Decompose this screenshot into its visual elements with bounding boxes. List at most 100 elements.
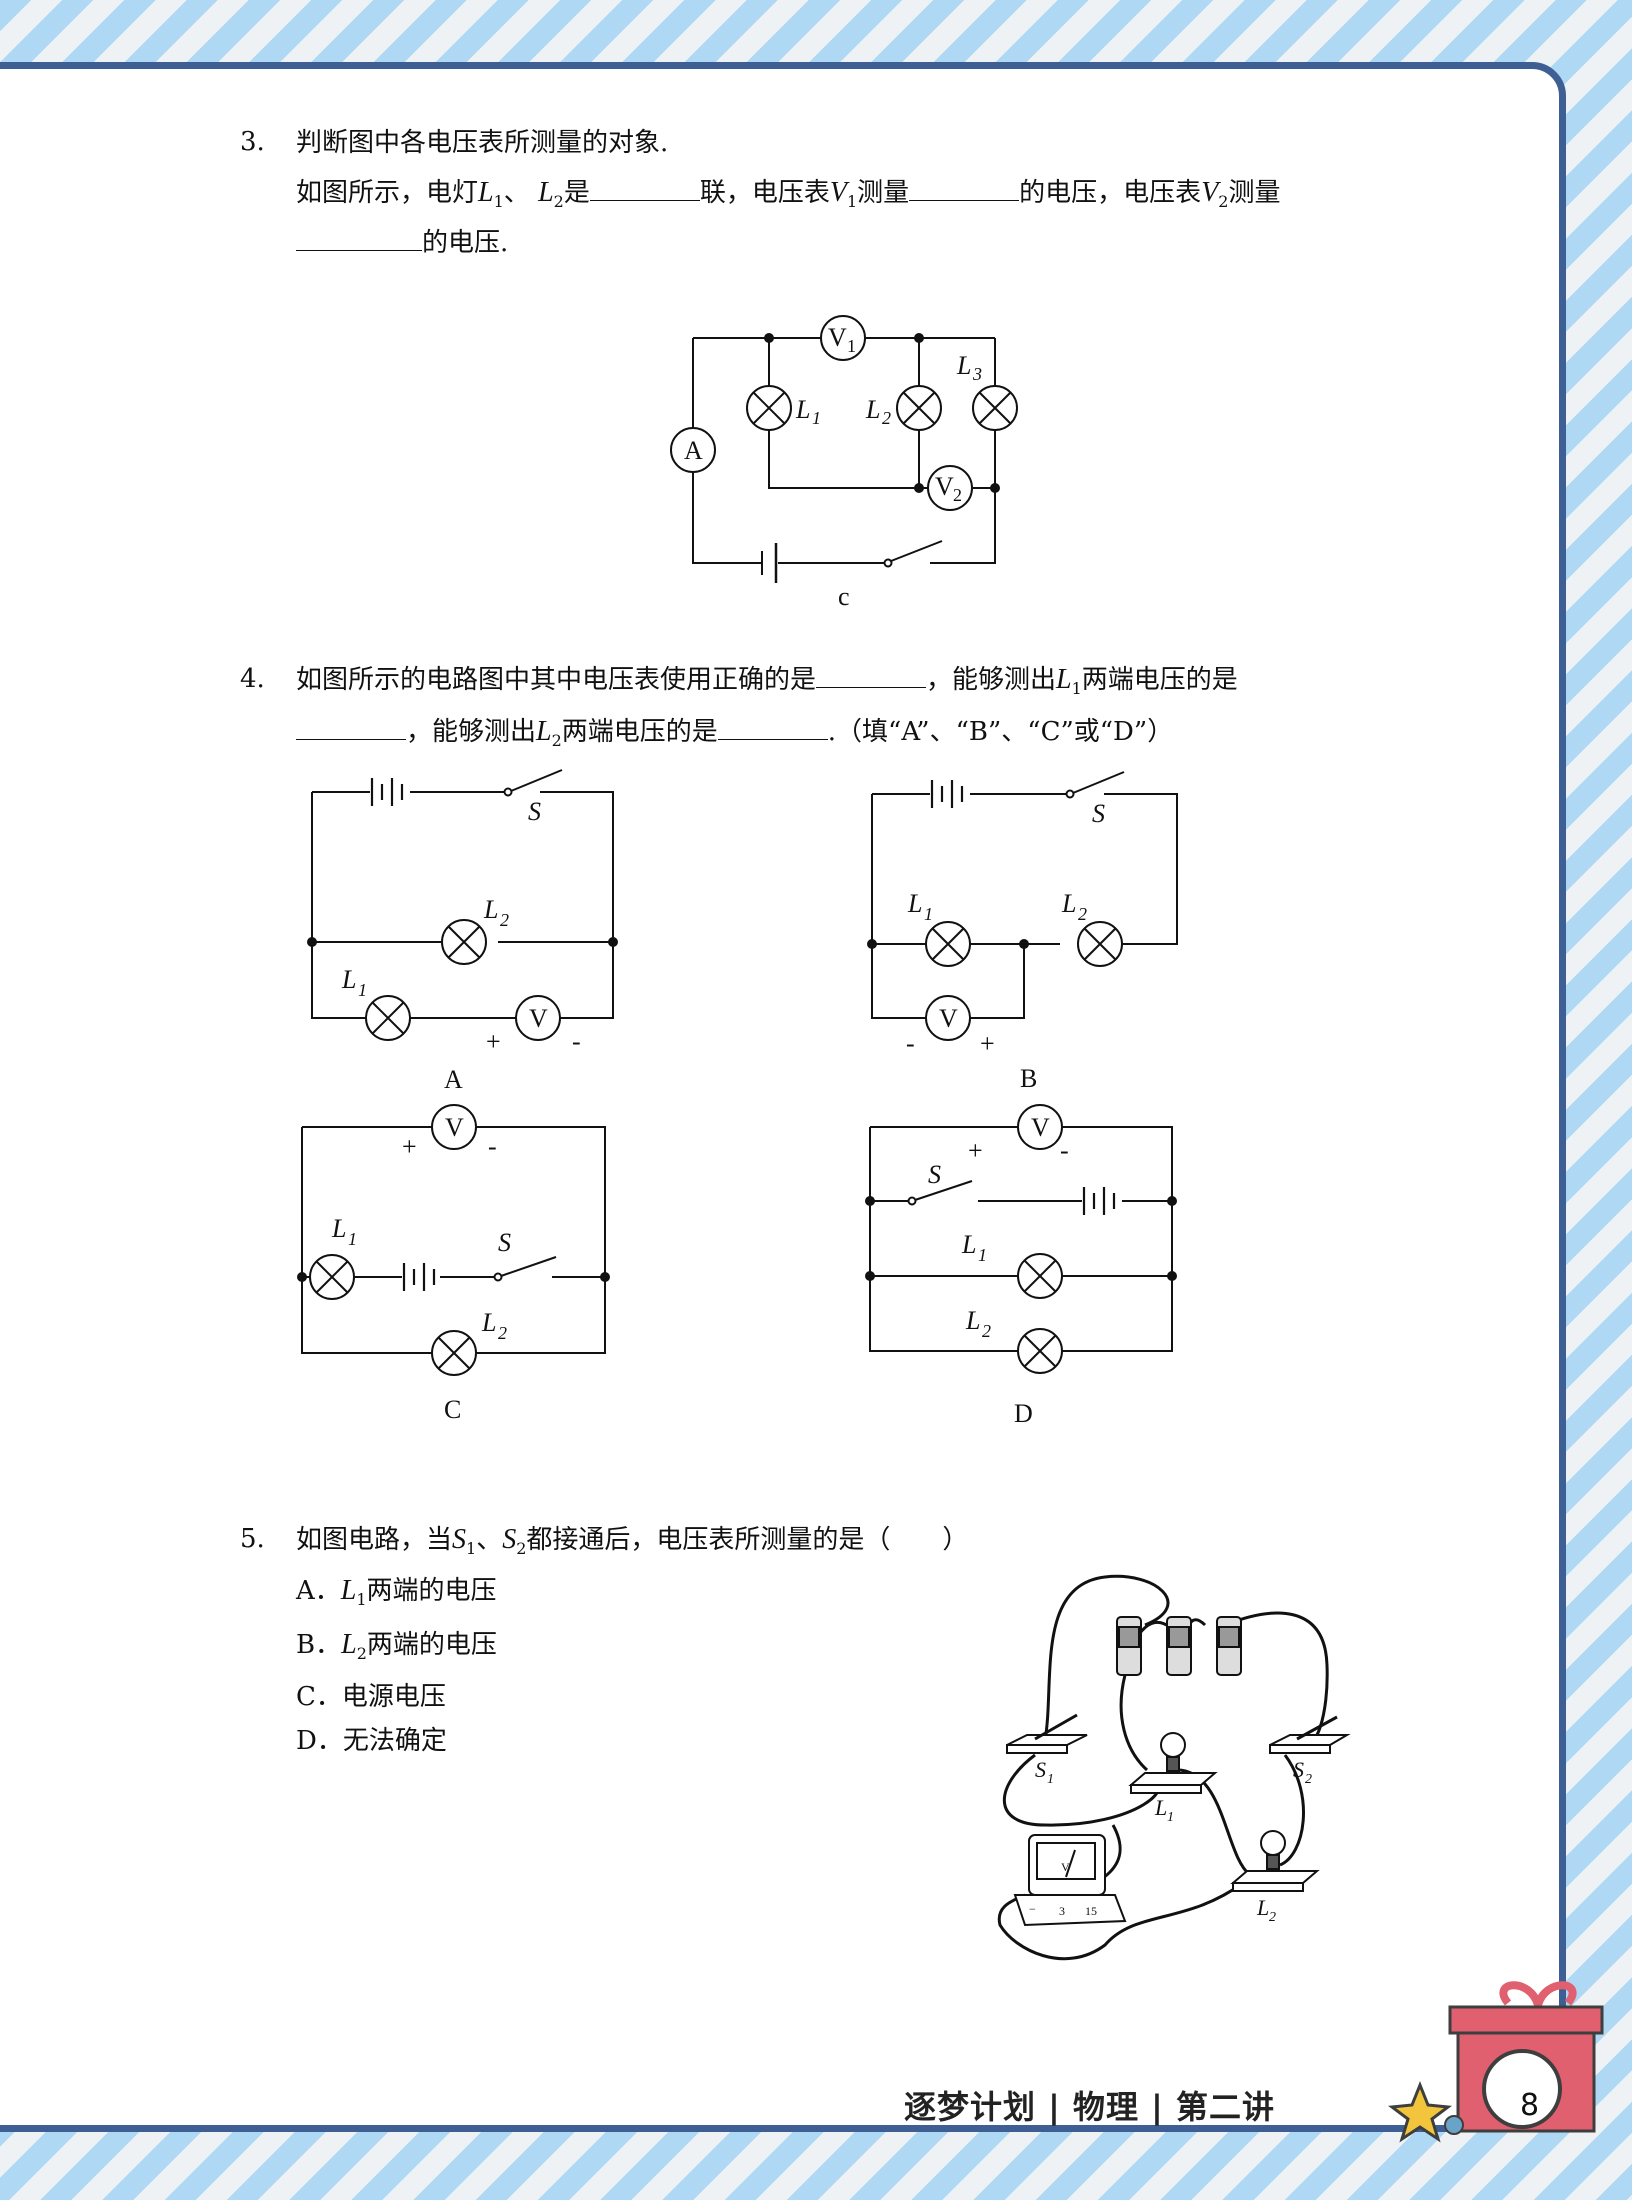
svg-text:-: -	[572, 1027, 581, 1056]
star-icon	[1388, 2080, 1452, 2143]
page-number-badge	[1482, 2049, 1562, 2129]
footer-text: 逐梦计划 | 物理 | 第二讲	[904, 2088, 1275, 2126]
q5-option-c[interactable]: C．电源电压	[296, 1682, 446, 1712]
voltmeter-icon	[1017, 1104, 1063, 1150]
q3-number: 3.	[240, 127, 265, 157]
svg-text:L: L	[331, 1214, 346, 1243]
switch-icon	[1269, 1715, 1351, 1754]
voltmeter-icon	[515, 995, 561, 1041]
svg-text:2: 2	[500, 910, 509, 930]
svg-text:L: L	[907, 889, 922, 918]
q5-option-a[interactable]: A．L1两端的电压	[296, 1575, 497, 1610]
svg-text:-: -	[488, 1132, 497, 1161]
svg-text:1: 1	[358, 980, 367, 1000]
q3-line1: 判断图中各电压表所测量的对象.	[296, 128, 669, 158]
svg-text:L: L	[341, 965, 356, 994]
q3-blank-3[interactable]	[296, 224, 422, 251]
caption-b: B	[1020, 1064, 1037, 1093]
lamp-icon	[365, 995, 411, 1041]
svg-text:1: 1	[978, 1245, 987, 1265]
svg-text:L: L	[483, 895, 498, 924]
lamp-icon	[972, 385, 1018, 431]
svg-text:2: 2	[1305, 1772, 1312, 1787]
q5-stem: 如图电路，当S1、S2都接通后，电压表所测量的是（ ）	[296, 1524, 969, 1559]
caption-a: A	[444, 1065, 463, 1094]
lamp-icon	[431, 1330, 477, 1376]
svg-text:−: −	[1029, 1902, 1036, 1916]
lamp-icon	[441, 919, 487, 965]
svg-text:1: 1	[1167, 1810, 1174, 1825]
svg-text:2: 2	[953, 485, 962, 505]
svg-text:V: V	[1061, 1860, 1070, 1874]
lamp-icon	[925, 921, 971, 967]
lamp-icon	[1017, 1253, 1063, 1299]
voltmeter-icon	[1013, 1834, 1127, 1927]
svg-text:L: L	[481, 1308, 496, 1337]
svg-text:V: V	[445, 1113, 464, 1142]
svg-text:2: 2	[882, 408, 891, 428]
svg-text:V: V	[1031, 1113, 1050, 1142]
voltmeter-icon	[925, 995, 971, 1041]
q4-line2: ，能够测出L2两端电压的是.（填“A”、“B”、“C”或“D”）	[296, 707, 1173, 766]
ammeter-label: A	[684, 436, 703, 465]
svg-text:V: V	[939, 1004, 958, 1033]
v2-label: V	[935, 472, 954, 501]
ammeter-icon	[670, 427, 716, 473]
lamp-icon	[1230, 1830, 1320, 1892]
svg-text:+: +	[402, 1132, 417, 1161]
svg-text:+: +	[486, 1027, 501, 1056]
svg-text:V: V	[529, 1004, 548, 1033]
q4-blank-1[interactable]	[816, 661, 927, 688]
svg-text:1: 1	[847, 336, 856, 356]
q3-caption: c	[838, 582, 850, 611]
lamp-icon	[1017, 1328, 1063, 1374]
l3-label: L	[956, 351, 971, 380]
q5-option-d[interactable]: D．无法确定	[296, 1726, 447, 1756]
caption-c: C	[444, 1395, 461, 1424]
svg-text:L: L	[1061, 889, 1076, 918]
svg-text:+: +	[968, 1136, 983, 1165]
q5-option-b[interactable]: B．L2两端的电压	[296, 1629, 497, 1664]
lamp-icon	[746, 385, 792, 431]
svg-text:1: 1	[348, 1229, 357, 1249]
svg-text:3: 3	[1059, 1904, 1065, 1918]
voltmeter-icon	[431, 1104, 477, 1150]
svg-text:S: S	[928, 1160, 941, 1189]
voltmeter-icon	[927, 465, 973, 511]
svg-text:2: 2	[1269, 1910, 1276, 1925]
q4-line1: 如图所示的电路图中其中电压表使用正确的是，能够测出L1两端电压的是	[296, 655, 1238, 714]
q3-blank-1[interactable]	[589, 174, 700, 201]
q3-blank-2[interactable]	[909, 174, 1020, 201]
svg-text:-: -	[906, 1029, 915, 1058]
lamp-icon	[896, 385, 942, 431]
svg-text:2: 2	[1078, 904, 1087, 924]
q3-line3: 的电压.	[296, 218, 508, 268]
q3-line2: 如图所示，电灯L1、 L2是联，电压表V1测量的电压，电压表V2测量	[296, 168, 1281, 227]
v1-label: V	[828, 323, 847, 352]
l1-label: L	[795, 395, 810, 424]
q5-number: 5.	[240, 1524, 265, 1554]
svg-text:1: 1	[812, 408, 821, 428]
svg-text:L: L	[965, 1306, 980, 1335]
gift-decoration	[1388, 1981, 1604, 2143]
svg-text:L: L	[1154, 1795, 1167, 1820]
svg-text:+: +	[980, 1029, 995, 1058]
q4-blank-2[interactable]	[296, 713, 406, 740]
q4-blank-3[interactable]	[717, 713, 828, 740]
svg-text:-: -	[1060, 1136, 1069, 1165]
svg-text:1: 1	[924, 904, 933, 924]
lamp-icon	[1128, 1732, 1218, 1794]
svg-text:15: 15	[1085, 1904, 1097, 1918]
page-number: 8	[1520, 2088, 1540, 2123]
l2-label: L	[865, 395, 880, 424]
svg-text:S: S	[1092, 799, 1105, 828]
svg-text:3: 3	[972, 364, 982, 384]
svg-text:S: S	[1035, 1757, 1046, 1782]
lamp-icon	[309, 1254, 355, 1300]
